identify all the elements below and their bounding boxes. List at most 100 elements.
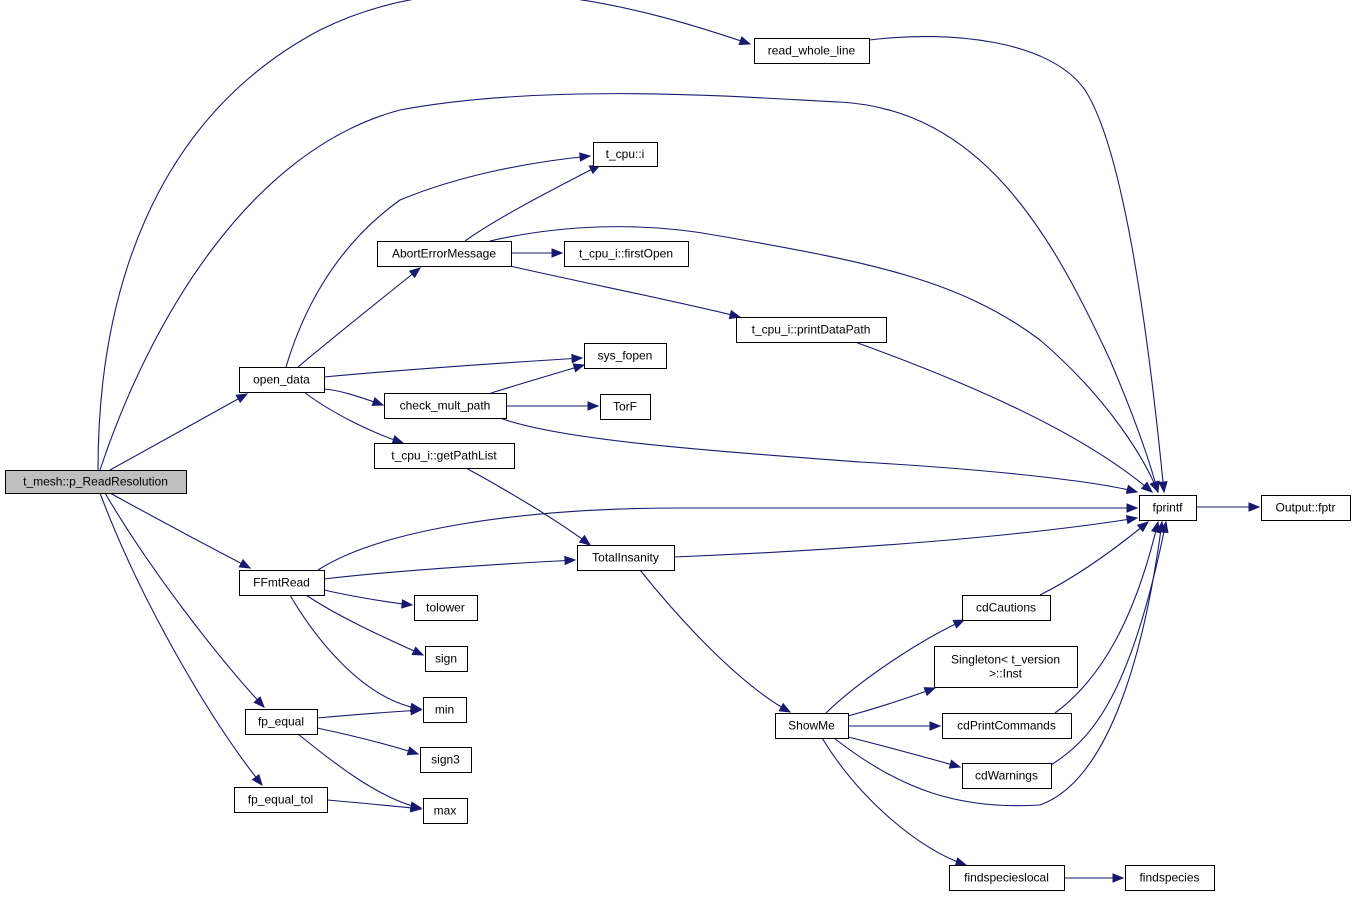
node-t_cpu_i[interactable]: t_cpu::i (593, 142, 658, 167)
edge-ShowMe-to-cdWarnings (847, 736, 962, 769)
edge-arrowhead (1125, 484, 1139, 494)
node-cdWarnings[interactable]: cdWarnings (962, 763, 1052, 789)
edge-arrowhead (571, 353, 584, 364)
edge-path (297, 267, 421, 368)
node-box (949, 865, 1065, 891)
node-label: t_cpu::i (606, 147, 645, 161)
edge-path (99, 93, 1159, 493)
edge-arrowhead (954, 857, 968, 867)
node-sign3[interactable]: sign3 (420, 747, 472, 773)
edge-path (109, 393, 248, 471)
node-box (1139, 495, 1197, 521)
node-box (384, 393, 507, 419)
edges-layer (97, 0, 1261, 883)
edge-path (97, 0, 751, 471)
edge-arrowhead (391, 435, 405, 445)
edge-arrowhead (1140, 481, 1154, 493)
node-root[interactable]: t_mesh::p_ReadResolution (5, 470, 187, 494)
node-max[interactable]: max (423, 798, 468, 824)
edge-path (317, 507, 1137, 571)
edge-path (825, 619, 965, 714)
node-fprintf[interactable]: fprintf (1139, 495, 1197, 521)
node-getPathList[interactable]: t_cpu_i::getPathList (374, 443, 515, 469)
node-TotalInsanity[interactable]: TotalInsanity (577, 545, 675, 571)
edge-arrowhead (578, 534, 592, 546)
node-check_mult_path[interactable]: check_mult_path (384, 393, 507, 419)
edge-path (323, 357, 583, 378)
edge-arrowhead (579, 152, 592, 162)
edge-arrowhead (251, 773, 263, 787)
node-read_whole_line[interactable]: read_whole_line (754, 38, 870, 64)
node-printDataPath[interactable]: t_cpu_i::printDataPath (736, 317, 887, 343)
node-box (245, 709, 318, 735)
edge-arrowhead (253, 696, 265, 708)
node-fp_equal_tol[interactable]: fp_equal_tol (234, 787, 328, 813)
edge-arrowhead (1149, 480, 1159, 494)
edge-root-to-open_data (109, 393, 249, 471)
node-AbortErrorMessage[interactable]: AbortErrorMessage (377, 241, 512, 267)
node-findspecies[interactable]: findspecies (1125, 865, 1215, 891)
node-label: t_cpu_i::firstOpen (579, 247, 673, 261)
edge-arrowhead (406, 746, 420, 756)
node-label: fprintf (1152, 501, 1183, 515)
node-SingletonInst[interactable]: Singleton< t_version>::Inst (934, 646, 1078, 688)
edge-path (316, 709, 422, 719)
edge-root-to-fp_equal_tol (99, 492, 263, 787)
edge-open_data-to-AbortErrorMessage (297, 267, 422, 368)
edge-arrowhead (551, 248, 564, 258)
node-fp_equal[interactable]: fp_equal (245, 709, 318, 735)
edge-TotalInsanity-to-ShowMe (639, 569, 792, 713)
node-cdPrintCommands[interactable]: cdPrintCommands (942, 713, 1072, 739)
edge-arrowhead (929, 721, 942, 731)
edge-path (109, 492, 251, 569)
edge-FFmtRead-to-min (289, 594, 423, 713)
edge-path (868, 36, 1165, 493)
edge-path (316, 727, 419, 755)
edge-getPathList-to-TotalInsanity (465, 467, 592, 546)
node-box (377, 241, 512, 267)
edge-arrowhead (1125, 514, 1139, 525)
node-label: FFmtRead (253, 576, 310, 590)
edge-cdPrintCommands-to-fprintf (1054, 520, 1161, 714)
node-box (564, 241, 689, 267)
node-label: AbortErrorMessage (392, 247, 496, 261)
edge-open_data-to-sys_fopen (323, 353, 584, 378)
node-box (775, 713, 849, 739)
edge-arrowhead (1158, 481, 1168, 494)
edge-fp_equal-to-min (316, 705, 423, 719)
node-label: cdCautions (976, 601, 1036, 615)
node-label: cdWarnings (975, 769, 1038, 783)
node-box (5, 470, 187, 494)
edge-path (99, 492, 263, 786)
node-open_data[interactable]: open_data (239, 367, 325, 393)
node-cdCautions[interactable]: cdCautions (962, 595, 1051, 621)
edge-FFmtRead-to-sign (305, 594, 425, 656)
node-box (414, 595, 478, 621)
node-ShowMe[interactable]: ShowMe (775, 713, 849, 739)
node-label: max (434, 804, 457, 818)
node-TorF[interactable]: TorF (600, 394, 651, 420)
node-label: findspecies (1139, 871, 1199, 885)
node-box (962, 763, 1052, 789)
node-box (593, 142, 658, 167)
edge-path (323, 589, 413, 606)
node-box (425, 646, 468, 672)
node-label: sign3 (431, 753, 460, 767)
node-label: t_cpu_i::getPathList (391, 449, 497, 463)
edge-arrowhead (238, 558, 252, 569)
node-firstOpen[interactable]: t_cpu_i::firstOpen (564, 241, 689, 267)
node-tolower[interactable]: tolower (414, 595, 478, 621)
node-FFmtRead[interactable]: FFmtRead (239, 570, 325, 596)
node-min[interactable]: min (423, 697, 467, 723)
node-sign[interactable]: sign (425, 646, 468, 672)
node-box (420, 747, 472, 773)
edge-path (1050, 521, 1167, 766)
edge-arrowhead (1112, 873, 1125, 883)
edge-arrowhead (408, 267, 422, 279)
edge-arrowhead (235, 393, 249, 404)
node-findspecieslocal[interactable]: findspecieslocal (949, 865, 1065, 891)
node-fptr[interactable]: Output::fptr (1261, 495, 1351, 521)
edge-arrowhead (1248, 502, 1261, 512)
edge-path (833, 521, 1163, 807)
node-sys_fopen[interactable]: sys_fopen (584, 343, 667, 369)
